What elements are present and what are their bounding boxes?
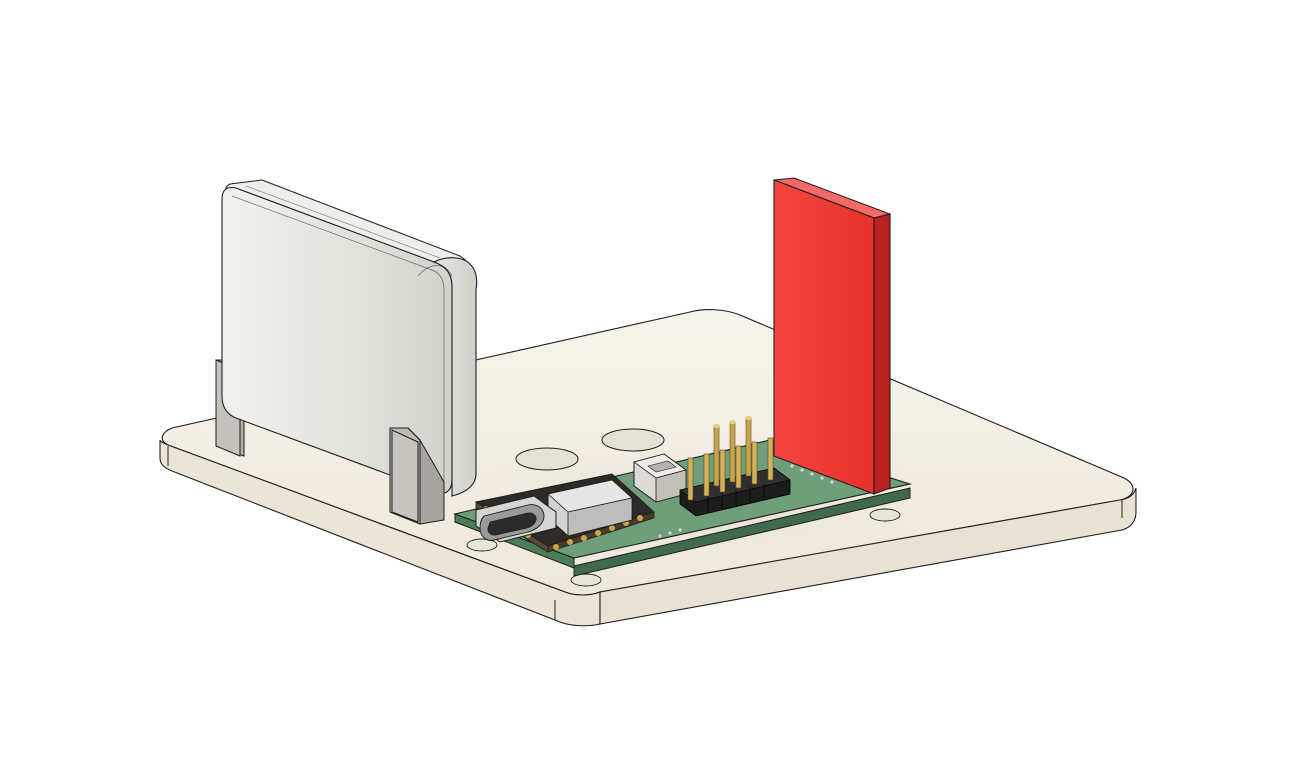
jst-connector: [633, 453, 687, 503]
standoffs: [466, 508, 901, 587]
red-panel[interactable]: [773, 177, 892, 495]
battery-bracket-front: [389, 427, 445, 525]
usb-c-connector: [475, 495, 557, 543]
battery-pack[interactable]: [221, 179, 478, 497]
mounting-holes: [515, 428, 665, 471]
pin-header: [679, 416, 791, 517]
